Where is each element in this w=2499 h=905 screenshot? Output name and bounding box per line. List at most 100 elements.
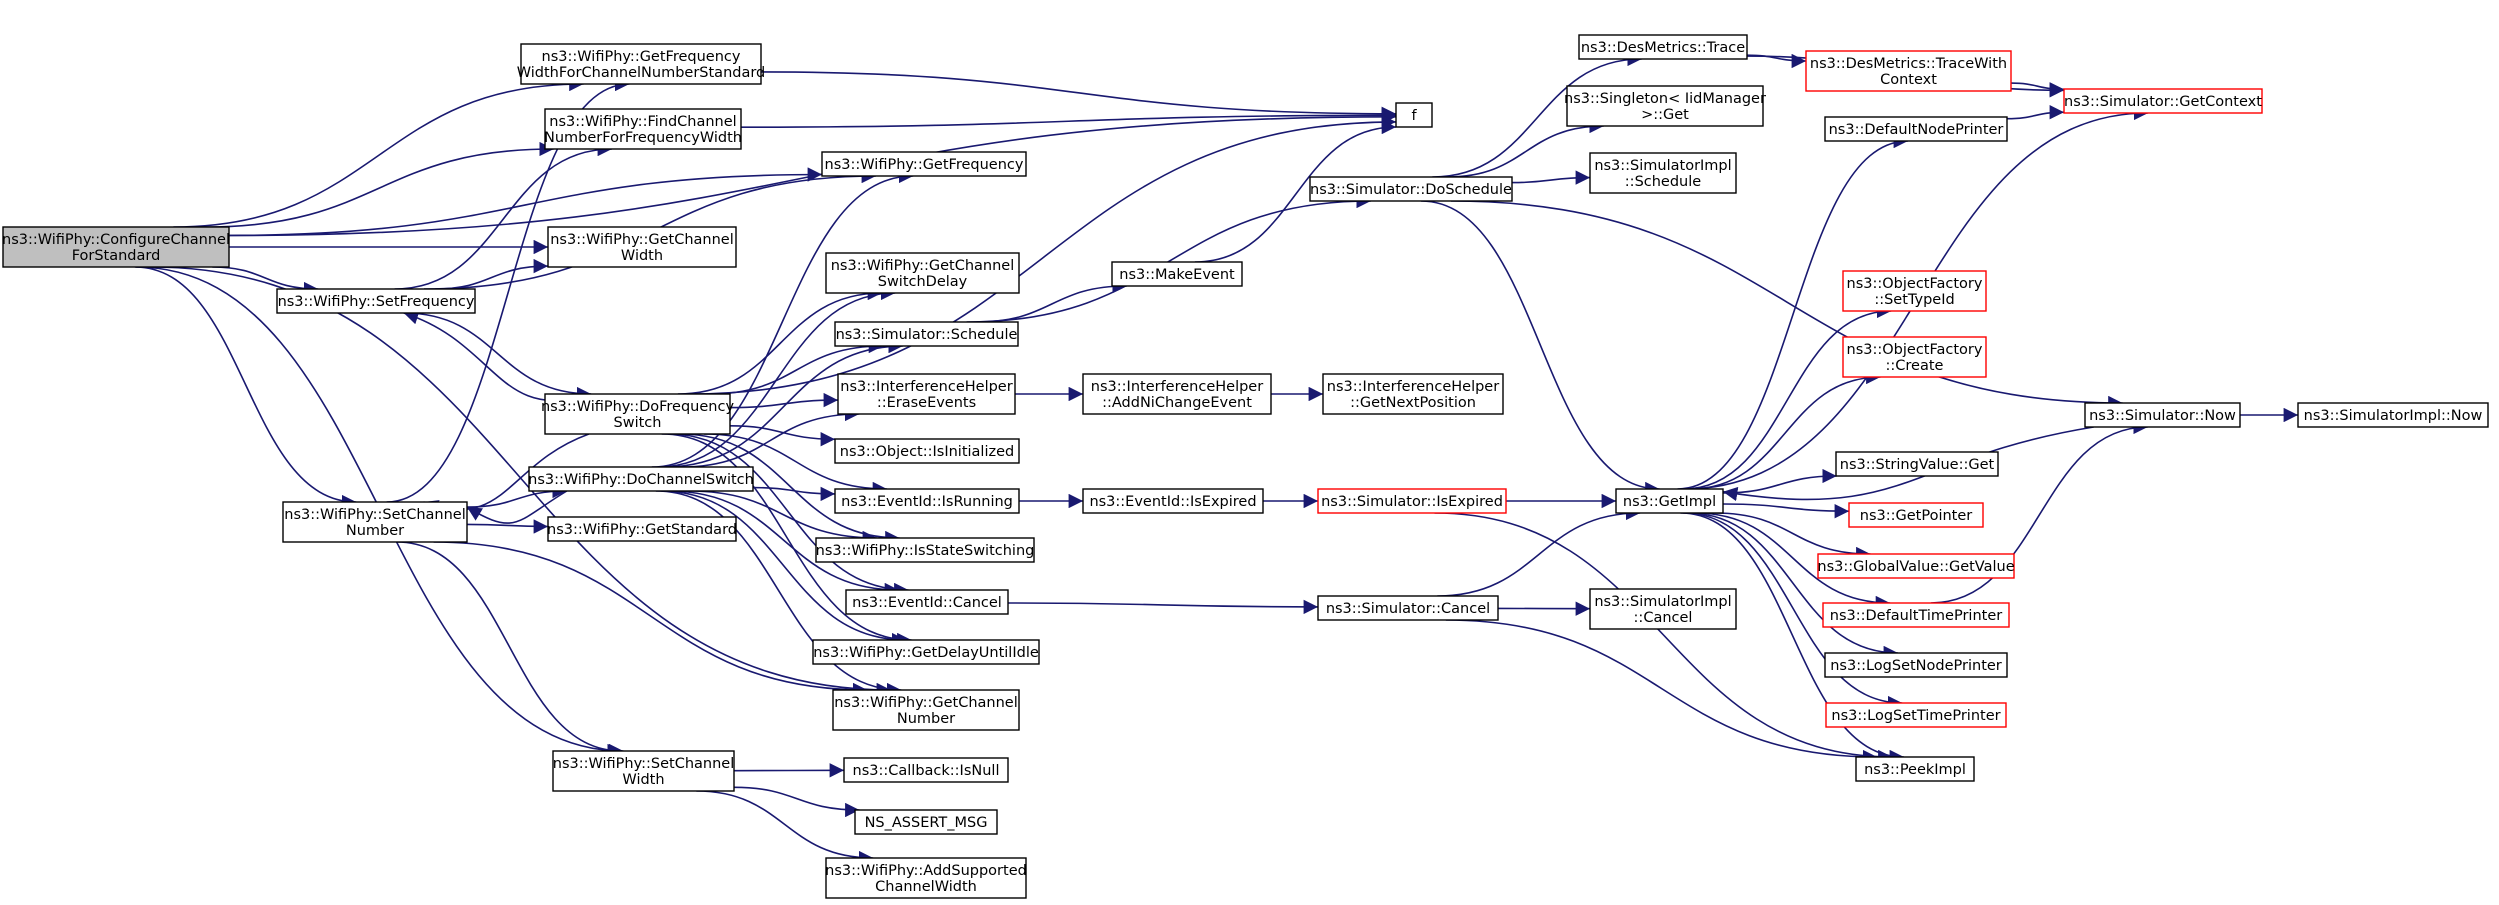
node-desTrace[interactable]: ns3::DesMetrics::Trace [1578, 34, 1748, 60]
node-eventCancel[interactable]: ns3::EventId::Cancel [845, 589, 1009, 615]
node-setFrequency[interactable]: ns3::WifiPhy::SetFrequency [276, 288, 476, 314]
node-getPointer[interactable]: ns3::GetPointer [1848, 502, 1984, 528]
node-box[interactable] [544, 108, 742, 150]
node-box[interactable] [547, 516, 737, 542]
node-box[interactable] [837, 373, 1016, 415]
node-getStandard[interactable]: ns3::WifiPhy::GetStandard [547, 516, 737, 542]
node-box[interactable] [1309, 176, 1513, 202]
node-callbackIsNull[interactable]: ns3::Callback::IsNull [843, 757, 1009, 783]
node-setTypeId[interactable]: ns3::ObjectFactory::SetTypeId [1842, 270, 1987, 312]
node-ofCreate[interactable]: ns3::ObjectFactory::Create [1842, 336, 1987, 378]
node-simCancel[interactable]: ns3::Simulator::Cancel [1317, 595, 1499, 621]
node-box[interactable] [2063, 88, 2263, 114]
node-box[interactable] [1566, 85, 1764, 127]
node-box[interactable] [1395, 102, 1433, 128]
node-box[interactable] [552, 750, 735, 792]
node-box[interactable] [276, 288, 476, 314]
node-box[interactable] [1817, 553, 2015, 579]
node-box[interactable] [2, 226, 230, 268]
node-box[interactable] [1589, 152, 1737, 194]
node-box[interactable] [854, 809, 998, 835]
node-implSchedule[interactable]: ns3::SimulatorImpl::Schedule [1589, 152, 1737, 194]
node-box[interactable] [1317, 488, 1507, 514]
node-box[interactable] [1822, 602, 2010, 628]
node-box[interactable] [1589, 588, 1737, 630]
node-globalGet[interactable]: ns3::GlobalValue::GetValue [1817, 553, 2015, 579]
node-box[interactable] [834, 438, 1020, 464]
node-box[interactable] [2084, 402, 2241, 428]
node-isStateSwitching[interactable]: ns3::WifiPhy::IsStateSwitching [815, 537, 1035, 563]
node-doSchedule[interactable]: ns3::Simulator::DoSchedule [1309, 176, 1513, 202]
node-box[interactable] [825, 252, 1020, 294]
node-box[interactable] [1855, 756, 1975, 782]
node-getNextPos[interactable]: ns3::InterferenceHelper::GetNextPosition [1322, 373, 1504, 415]
node-box[interactable] [821, 151, 1027, 177]
node-box[interactable] [1824, 652, 2008, 678]
node-box[interactable] [832, 689, 1020, 731]
node-box[interactable] [1848, 502, 1984, 528]
node-nsAssert[interactable]: NS_ASSERT_MSG [854, 809, 998, 835]
node-getDelayIdle[interactable]: ns3::WifiPhy::GetDelayUntilIdle [812, 639, 1040, 665]
node-box[interactable] [845, 589, 1009, 615]
node-box[interactable] [528, 466, 754, 492]
node-box[interactable] [1825, 702, 2007, 728]
node-box[interactable] [1615, 488, 1724, 514]
node-eventIsExpired[interactable]: ns3::EventId::IsExpired [1082, 488, 1264, 514]
node-configure[interactable]: ns3::WifiPhy::ConfigureChannelForStandar… [2, 226, 230, 268]
node-box[interactable] [1082, 488, 1264, 514]
node-isInitialized[interactable]: ns3::Object::IsInitialized [834, 438, 1020, 464]
node-makeEvent[interactable]: ns3::MakeEvent [1111, 261, 1243, 287]
node-defTimePrinter[interactable]: ns3::DefaultTimePrinter [1822, 602, 2010, 628]
node-eraseEvents[interactable]: ns3::InterferenceHelper::EraseEvents [837, 373, 1016, 415]
node-box[interactable] [547, 226, 737, 268]
node-box[interactable] [1824, 116, 2008, 142]
node-box[interactable] [843, 757, 1009, 783]
node-getContext[interactable]: ns3::Simulator::GetContext [2063, 88, 2263, 114]
node-box[interactable] [2297, 402, 2489, 428]
node-singleton[interactable]: ns3::Singleton< IidManager >::Get [1564, 85, 1766, 127]
node-isRunning[interactable]: ns3::EventId::IsRunning [834, 488, 1020, 514]
node-box[interactable] [520, 43, 762, 85]
node-findChannel[interactable]: ns3::WifiPhy::FindChannelNumberForFreque… [544, 108, 742, 150]
node-getImpl[interactable]: ns3::GetImpl [1615, 488, 1724, 514]
node-peekImpl[interactable]: ns3::PeekImpl [1855, 756, 1975, 782]
node-defNodePrinter[interactable]: ns3::DefaultNodePrinter [1824, 116, 2008, 142]
node-simNow[interactable]: ns3::Simulator::Now [2084, 402, 2241, 428]
node-box[interactable] [825, 857, 1027, 899]
node-implNow[interactable]: ns3::SimulatorImpl::Now [2297, 402, 2489, 428]
node-box[interactable] [1322, 373, 1504, 415]
node-simSchedule[interactable]: ns3::Simulator::Schedule [834, 321, 1019, 347]
node-box[interactable] [1835, 451, 1999, 477]
node-stringGet[interactable]: ns3::StringValue::Get [1835, 451, 1999, 477]
node-box[interactable] [834, 488, 1020, 514]
node-box[interactable] [1082, 373, 1272, 415]
node-box[interactable] [815, 537, 1035, 563]
node-implCancel[interactable]: ns3::SimulatorImpl::Cancel [1589, 588, 1737, 630]
node-box[interactable] [282, 501, 468, 543]
node-logTimePrinter[interactable]: ns3::LogSetTimePrinter [1825, 702, 2007, 728]
node-logNodePrinter[interactable]: ns3::LogSetNodePrinter [1824, 652, 2008, 678]
node-getFrequency[interactable]: ns3::WifiPhy::GetFrequency [821, 151, 1027, 177]
node-simIsExpired[interactable]: ns3::Simulator::IsExpired [1317, 488, 1507, 514]
node-addNiChange[interactable]: ns3::InterferenceHelper::AddNiChangeEven… [1082, 373, 1272, 415]
node-getFreqWidth[interactable]: ns3::WifiPhy::GetFrequencyWidthForChanne… [517, 43, 766, 85]
node-box[interactable] [812, 639, 1040, 665]
node-box[interactable] [1842, 270, 1987, 312]
node-f[interactable]: f [1395, 102, 1433, 128]
node-box[interactable] [1578, 34, 1748, 60]
node-box[interactable] [544, 393, 731, 435]
node-box[interactable] [1842, 336, 1987, 378]
node-box[interactable] [1317, 595, 1499, 621]
node-doChannelSwitch[interactable]: ns3::WifiPhy::DoChannelSwitch [528, 466, 754, 492]
node-box[interactable] [1111, 261, 1243, 287]
node-box[interactable] [834, 321, 1019, 347]
node-box[interactable] [1805, 50, 2012, 92]
